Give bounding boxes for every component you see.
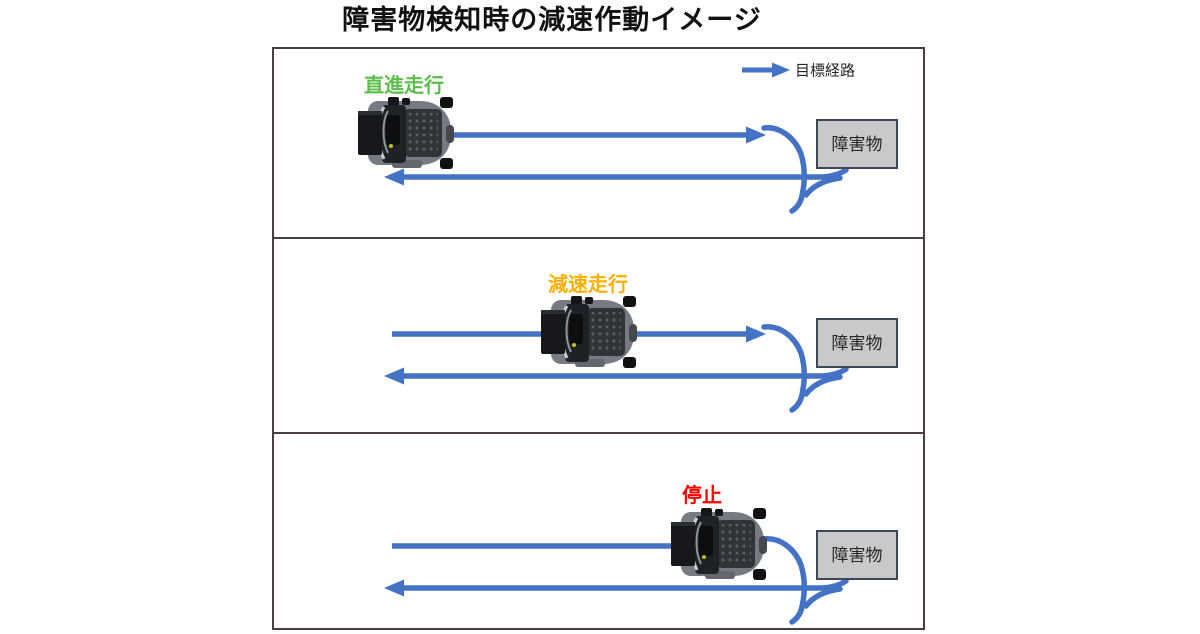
route-return-line <box>401 167 849 180</box>
legend-arrowhead-icon <box>772 62 790 78</box>
route-merge-fillet <box>803 374 843 397</box>
panel-decelerate: 障害物 減速走行 <box>274 239 923 434</box>
panel-straight: 目標経路 障害物 直進走行 <box>274 49 923 239</box>
obstacle-box <box>816 530 898 580</box>
route-return-line <box>401 578 849 591</box>
panel-decelerate-canvas: 障害物 減速走行 <box>384 272 898 413</box>
legend: 目標経路 <box>742 62 855 80</box>
obstacle-box <box>816 318 898 368</box>
panel-stop: 障害物 停止 <box>274 434 923 628</box>
route-return-arrowhead <box>384 367 404 385</box>
obstacle-box <box>816 119 898 169</box>
route-return-line <box>401 366 849 379</box>
panel-stop-canvas: 障害物 停止 <box>384 483 898 625</box>
obstacle-label: 障害物 <box>832 334 883 353</box>
route-turn-curve <box>761 125 807 214</box>
vehicle-icon <box>358 97 454 169</box>
route-forward-arrowhead <box>746 126 766 144</box>
obstacle-label: 障害物 <box>832 135 883 154</box>
route-merge-fillet <box>803 586 843 609</box>
legend-label: 目標経路 <box>795 63 855 80</box>
route-forward-arrowhead <box>746 325 766 343</box>
route-return-arrowhead <box>384 579 404 597</box>
status-label: 減速走行 <box>548 272 628 296</box>
status-label: 直進走行 <box>364 73 444 97</box>
figure-title: 障害物検知時の減速作動イメージ <box>342 5 762 35</box>
diagram-frame: 目標経路 障害物 直進走行 障害物 <box>272 47 925 630</box>
vehicle-icon <box>541 296 637 368</box>
route-return-arrowhead <box>384 168 404 186</box>
panel-straight-canvas: 目標経路 障害物 直進走行 <box>358 62 898 214</box>
route-merge-fillet <box>803 175 843 198</box>
route-turn-curve <box>761 324 807 413</box>
vehicle-icon <box>671 508 767 580</box>
status-label: 停止 <box>682 483 722 507</box>
obstacle-label: 障害物 <box>832 546 883 565</box>
route-turn-curve <box>761 536 807 625</box>
